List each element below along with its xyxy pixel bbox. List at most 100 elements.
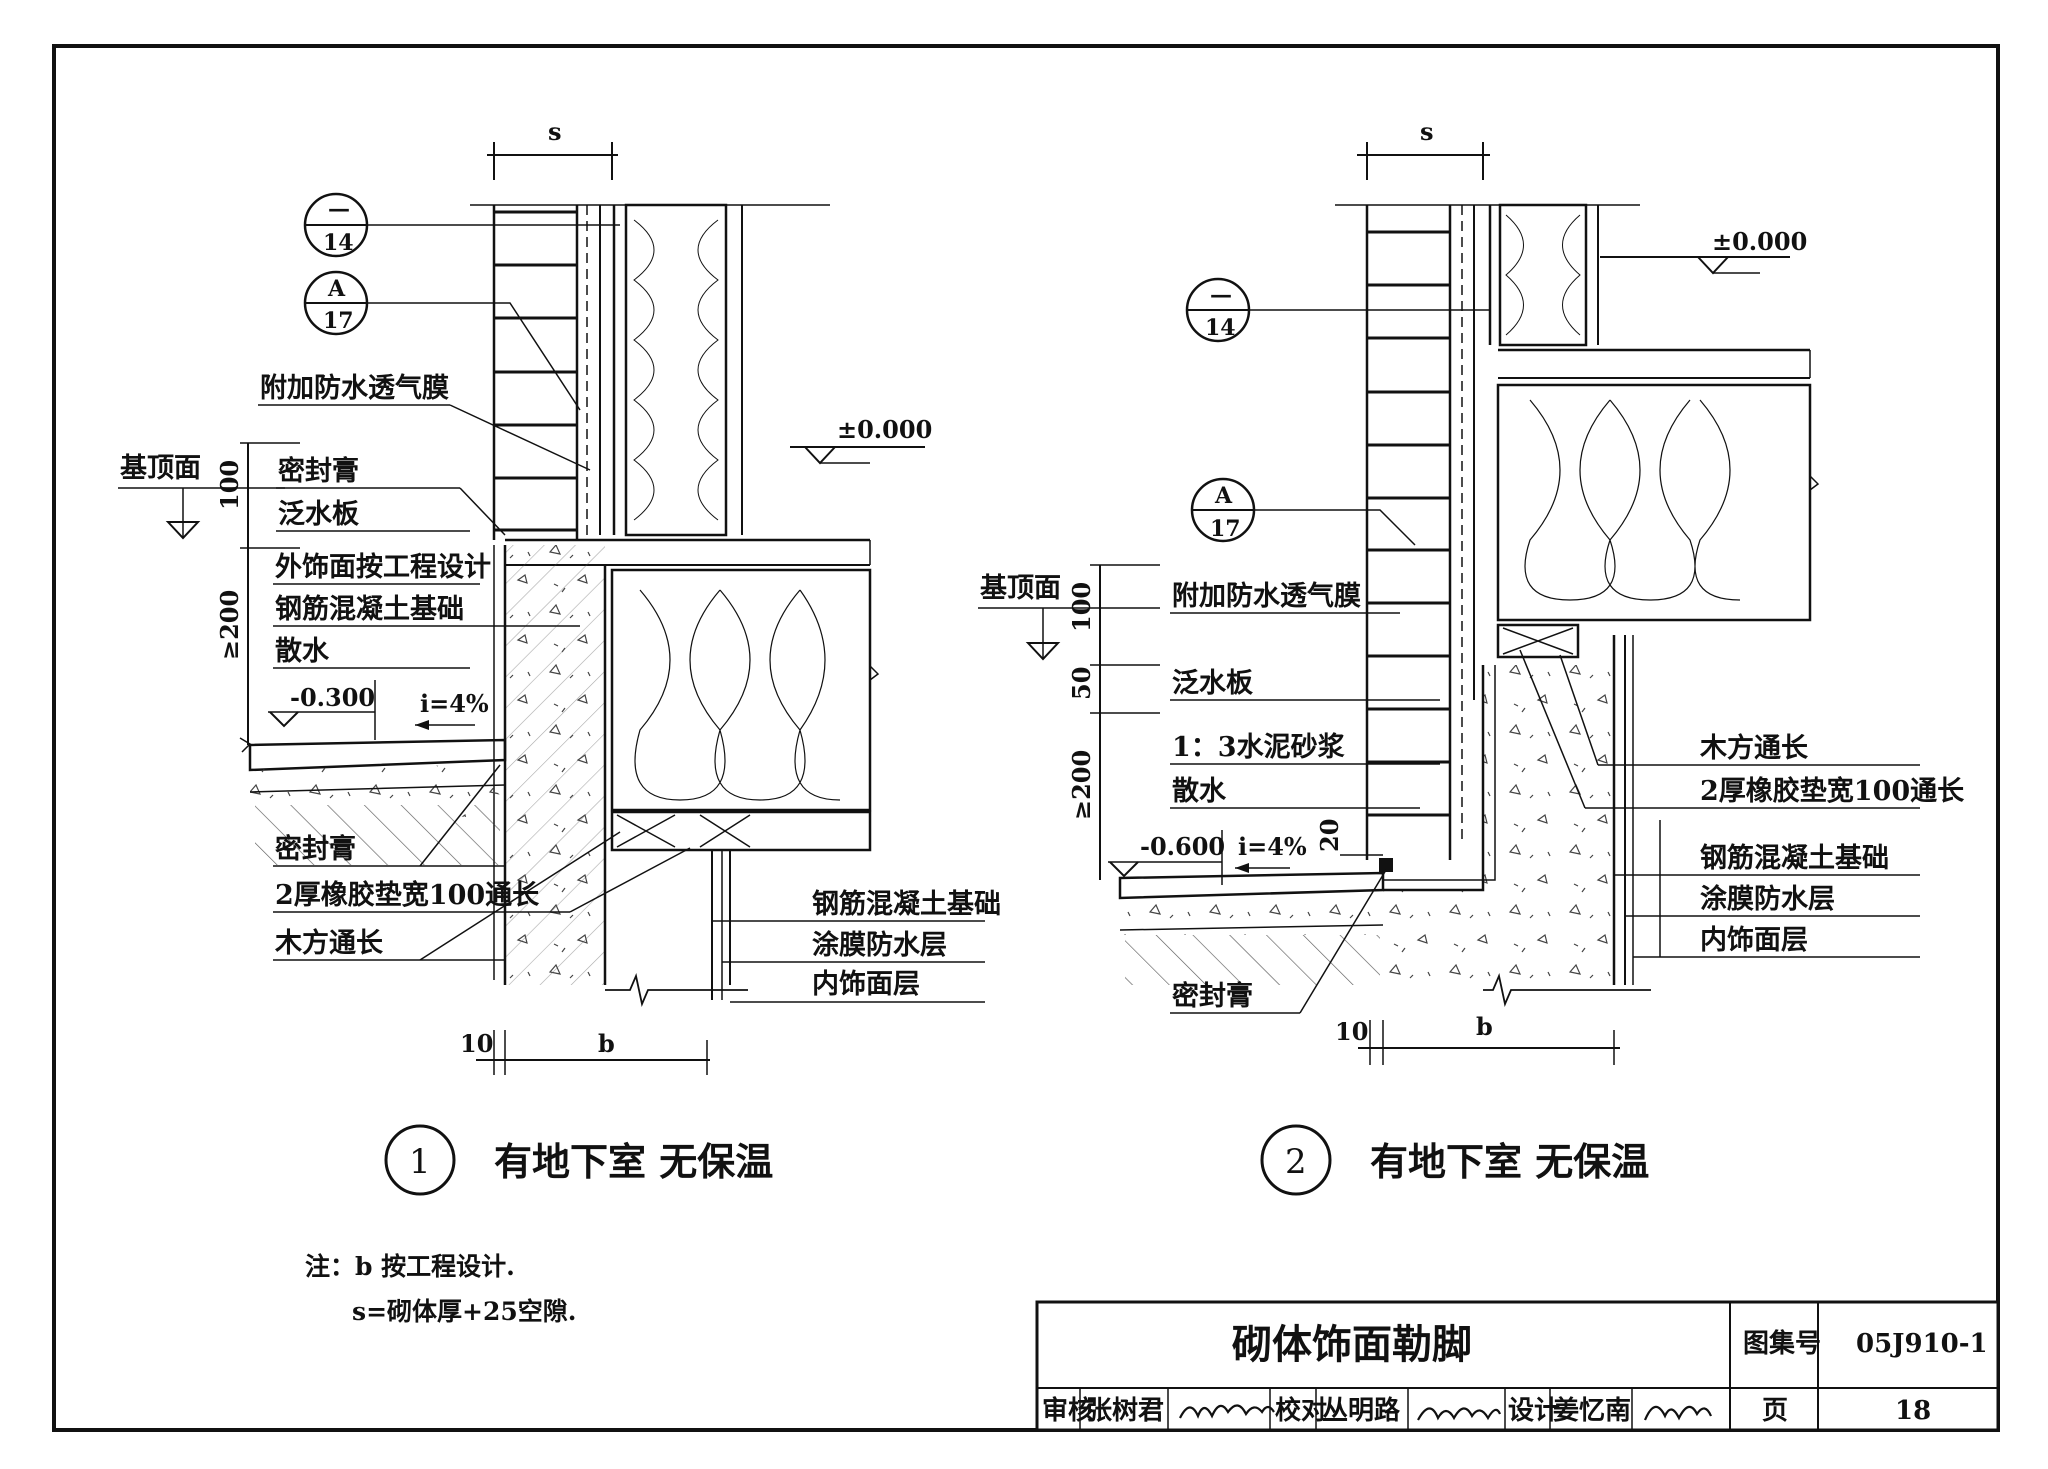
ref-bubble-top: — [328, 196, 350, 222]
elevation-top-label: ±0.000 [837, 415, 932, 444]
drawing-title: 砌体饰面勒脚 [1232, 1322, 1472, 1368]
dim-s-label: s [1420, 117, 1434, 146]
dim-b-label: b [1476, 1012, 1493, 1041]
dim-100-label: 100 [1067, 582, 1096, 632]
ref-bubble-top: — [1210, 282, 1232, 308]
wall-insulation-1 [612, 203, 743, 537]
inner-wall-1 [605, 850, 748, 1007]
dim-10-label: 10 [460, 1029, 493, 1058]
label-timber: 木方通长 [1699, 732, 1809, 764]
label-coating: 涂膜防水层 [1700, 883, 1835, 915]
ref-bubble-bottom: 17 [323, 308, 354, 334]
wall-insulation-2 [1488, 203, 1599, 347]
apron-1 [239, 737, 507, 865]
ref-bubble-top: A [327, 276, 346, 302]
ref-bubble-17-2: A 17 [1190, 477, 1416, 546]
ref-bubble-bottom: 17 [1210, 516, 1241, 542]
labels-left-2: 附加防水透气膜 泛水板 1：3水泥砂浆 散水 密封膏 [1170, 581, 1440, 1014]
dim-20-label: 20 [1315, 819, 1344, 852]
base-top-1: 基顶面 [118, 453, 285, 540]
dim-200-label: ≥200 [215, 590, 244, 660]
brick-wall-2 [1335, 204, 1640, 872]
dim-s-2: s [1357, 117, 1490, 180]
label-mortar: 1：3水泥砂浆 [1172, 731, 1346, 763]
page-number: 18 [1895, 1396, 1931, 1426]
elevation-ground-2: -0.600 i=4% [1108, 830, 1307, 885]
elevation-ground-label: -0.300 [290, 683, 375, 712]
notes: 注：b 按工程设计. s=砌体厚+25空隙. [305, 1252, 576, 1326]
caption-number: 2 [1285, 1142, 1307, 1182]
elevation-ground-1: -0.300 i=4% [268, 680, 489, 740]
label-foundation-right: 钢筋混凝土基础 [812, 888, 1001, 920]
label-rubber: 2厚橡胶垫宽100通长 [1700, 775, 1965, 807]
label-foundation: 钢筋混凝土基础 [275, 593, 464, 625]
label-membrane: 附加防水透气膜 [260, 373, 449, 404]
atlas-number: 05J910-1 [1856, 1329, 1988, 1359]
ref-bubble-14-1: — 14 [303, 192, 620, 258]
sheet-border [52, 44, 2000, 1432]
ref-bubble-bottom: 14 [1205, 315, 1236, 341]
base-top-label: 基顶面 [980, 573, 1061, 604]
label-flashing: 泛水板 [1172, 668, 1253, 699]
checker-signature [1417, 1407, 1502, 1421]
label-timber: 木方通长 [274, 927, 384, 959]
ref-bubble-14-2: — 14 [1185, 277, 1490, 343]
dim-vertical-2: 100 50 ≥200 20 [1067, 564, 1383, 880]
label-sealant: 密封膏 [278, 455, 359, 487]
label-sealant-2: 密封膏 [275, 833, 356, 865]
slope-label: i=4% [420, 689, 489, 718]
basement-insulation-2 [1496, 383, 1820, 659]
brick-wall-1 [470, 204, 830, 540]
label-inner: 内饰面层 [1700, 925, 1808, 956]
label-apron: 散水 [275, 636, 330, 667]
label-membrane: 附加防水透气膜 [1172, 581, 1361, 612]
designer-name: 姜忆南 [1553, 1395, 1631, 1426]
ref-bubble-bottom: 14 [323, 230, 354, 256]
basement-insulation-1 [610, 568, 880, 852]
dim-b-label: b [598, 1029, 615, 1058]
review-label: 审核 [1042, 1395, 1094, 1426]
elevation-top-2: ±0.000 [1600, 227, 1807, 275]
elevation-top-label: ±0.000 [1712, 227, 1807, 256]
ref-bubble-top: A [1214, 483, 1233, 509]
label-coating: 涂膜防水层 [812, 929, 947, 961]
label-apron: 散水 [1172, 776, 1227, 807]
label-finish: 外饰面按工程设计 [275, 551, 491, 583]
detail-1: s [118, 117, 1001, 1196]
ref-bubble-17-1: A 17 [303, 270, 581, 411]
dim-vertical-1: 100 ≥200 [215, 442, 300, 745]
check-label: 校对 [1275, 1395, 1327, 1426]
caption-1: 1 有地下室 无保温 [384, 1124, 773, 1196]
note-line-2: s=砌体厚+25空隙. [352, 1297, 576, 1326]
caption-title: 有地下室 无保温 [494, 1140, 773, 1184]
page-label: 页 [1762, 1396, 1788, 1426]
designer-signature [1643, 1405, 1713, 1421]
dim-100-label: 100 [215, 460, 244, 510]
dim-50-label: 50 [1067, 667, 1096, 700]
labels-right-1: 钢筋混凝土基础 涂膜防水层 内饰面层 [712, 888, 1001, 1003]
design-label: 设计 [1508, 1396, 1560, 1426]
foundation-wall-1 [493, 545, 607, 985]
base-top-2: 基顶面 [978, 573, 1160, 661]
dim-bottom-1: 10 b [460, 1029, 710, 1075]
note-line-1: 注：b 按工程设计. [305, 1252, 515, 1281]
label-rubber: 2厚橡胶垫宽100通长 [275, 879, 540, 911]
apron-2 [1118, 871, 1385, 985]
elevation-top-1: ±0.000 [790, 415, 932, 465]
dim-s-label: s [548, 117, 562, 146]
title-block: 砌体饰面勒脚 图集号 05J910-1 审核 张树君 校对 丛明路 设计 姜忆南… [1035, 1300, 2000, 1432]
foundation-wall-2 [1383, 635, 1651, 1007]
caption-number: 1 [409, 1142, 431, 1182]
label-flashing: 泛水板 [278, 499, 359, 530]
dim-bottom-2: 10 b [1335, 1012, 1620, 1065]
label-foundation: 钢筋混凝土基础 [1700, 842, 1889, 874]
detail-2: s [978, 117, 1965, 1196]
labels-right-2: 木方通长 2厚橡胶垫宽100通长 钢筋混凝土基础 涂膜防水层 内饰面层 [1519, 649, 1965, 958]
label-inner: 内饰面层 [812, 969, 920, 1000]
checker-name: 丛明路 [1322, 1395, 1401, 1426]
atlas-label: 图集号 [1743, 1328, 1821, 1359]
dim-200-label: ≥200 [1067, 750, 1096, 820]
labels-left-1: 附加防水透气膜 密封膏 泛水板 外饰面按工程设计 钢筋混凝土基础 散水 密封膏 … [258, 373, 691, 961]
elevation-ground-label: -0.600 [1140, 832, 1225, 861]
